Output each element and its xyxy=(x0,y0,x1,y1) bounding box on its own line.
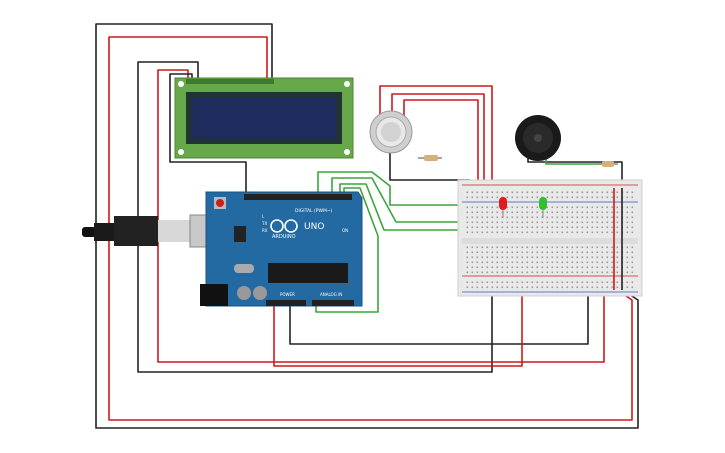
wire-black-lcd-short[interactable] xyxy=(169,73,247,194)
rx-label: RX xyxy=(262,228,268,233)
usb-cable-icon[interactable] xyxy=(82,214,225,248)
rail-holes-bottom xyxy=(464,279,636,289)
buzzer-icon[interactable] xyxy=(515,115,561,161)
icsp-header xyxy=(234,226,246,242)
arduino-board[interactable]: ARDUINO UNO DIGITAL (PWM~) POWER ANALOG … xyxy=(200,191,363,307)
wire-red-outer[interactable] xyxy=(108,36,633,421)
digital-label: DIGITAL (PWM~) xyxy=(295,208,333,214)
analog-header[interactable] xyxy=(312,300,354,306)
arduino-model: UNO xyxy=(304,222,324,232)
arduino-brand: ARDUINO xyxy=(272,234,296,240)
capacitor xyxy=(237,286,251,300)
breadboard-channel xyxy=(462,238,638,244)
crystal xyxy=(234,264,254,273)
gas-sensor-icon[interactable] xyxy=(369,110,413,154)
arduino-pcb xyxy=(205,191,363,307)
terminal-holes-lower xyxy=(464,246,636,274)
wire-black-outer[interactable] xyxy=(95,23,639,429)
lcd-screen xyxy=(192,97,336,139)
wire-green-2[interactable] xyxy=(331,177,490,223)
lcd-mount-hole xyxy=(344,149,350,155)
tx-label: TX xyxy=(261,221,267,226)
wire-green-1[interactable] xyxy=(317,171,464,206)
lcd-mount-hole xyxy=(178,149,184,155)
analog-label: ANALOG IN xyxy=(320,292,342,297)
wire-red-sensor-1[interactable] xyxy=(379,85,493,188)
led-icon[interactable] xyxy=(499,197,507,218)
arduino-logo-icon xyxy=(270,219,298,233)
resistor-icon[interactable] xyxy=(418,155,442,161)
l-label: L xyxy=(262,214,265,219)
led-icon[interactable] xyxy=(539,197,547,218)
resistor-icon[interactable] xyxy=(598,161,618,167)
lcd-mount-hole xyxy=(344,81,350,87)
capacitor xyxy=(253,286,267,300)
wire-red-sensor-3[interactable] xyxy=(403,99,479,188)
breadboard[interactable] xyxy=(457,179,643,297)
lcd-display[interactable] xyxy=(174,77,354,159)
wire-green-4[interactable] xyxy=(315,187,379,313)
wire-red-5v[interactable] xyxy=(273,292,523,367)
terminal-holes-upper xyxy=(464,206,636,234)
on-label: ON xyxy=(342,228,348,233)
rail-holes-top xyxy=(464,189,636,199)
power-jack[interactable] xyxy=(200,284,228,306)
power-label: POWER xyxy=(280,292,295,297)
lcd-mount-hole xyxy=(178,81,184,87)
microcontroller-chip-icon xyxy=(268,263,348,283)
power-header[interactable] xyxy=(266,300,306,306)
wire-red-sensor-2[interactable] xyxy=(391,93,485,188)
lcd-header-pins xyxy=(186,79,274,84)
wire-black-gnd[interactable] xyxy=(289,292,589,345)
digital-header[interactable] xyxy=(244,194,352,200)
